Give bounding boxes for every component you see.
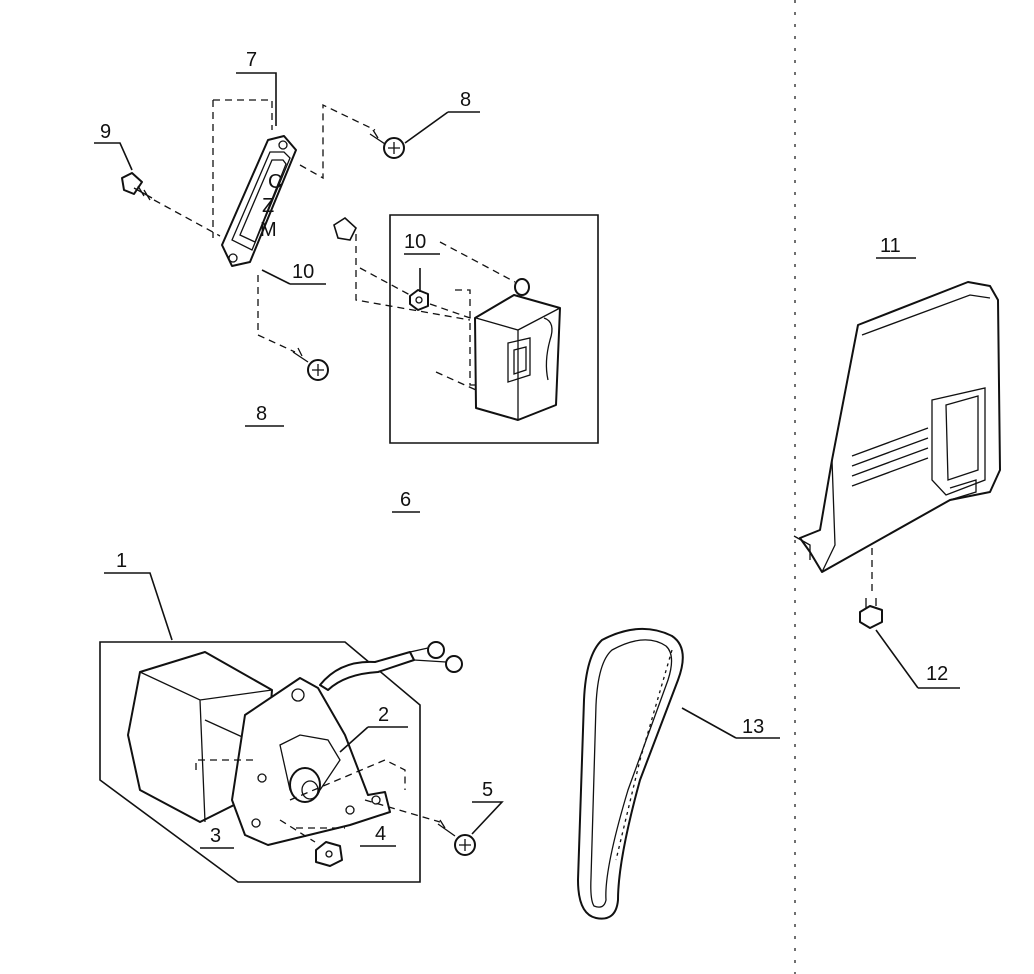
callout-12: 12 [926,663,948,685]
callout-7: 7 [246,49,257,71]
callout-11: 11 [880,235,901,257]
callout-5: 5 [482,779,493,801]
callout-13: 13 [742,716,764,738]
callout-6: 6 [400,489,411,511]
callout-2: 2 [378,704,389,726]
belt [577,627,684,920]
motor-wire [319,651,415,691]
callout-10-box: 10 [404,231,426,253]
plate-screw [292,347,329,381]
motor-screw [437,819,476,856]
motor-pulley [289,767,321,803]
callout-8-top: 8 [460,89,471,111]
motor-frame [99,641,421,883]
svg-text:C: C [268,171,282,193]
plate-screw [369,129,405,159]
svg-text:Z: Z [262,195,274,217]
wood-screw [121,172,153,201]
callout-10-plate: 10 [292,261,314,283]
terminal-nut [409,289,429,311]
grommet [333,216,357,241]
cover-screw [859,598,883,629]
motor-bracket [231,677,391,846]
callout-1: 1 [116,550,127,572]
callout-8-lower: 8 [256,403,267,425]
callout-4: 4 [375,823,386,845]
nut [315,841,343,867]
callout-9: 9 [100,121,111,143]
switch-box [474,278,561,421]
switch-plate: C Z M [221,135,297,267]
switch-box-frame [389,214,599,444]
callout-3: 3 [210,825,221,847]
svg-text:M: M [260,219,277,241]
belt-cover [793,281,1001,573]
